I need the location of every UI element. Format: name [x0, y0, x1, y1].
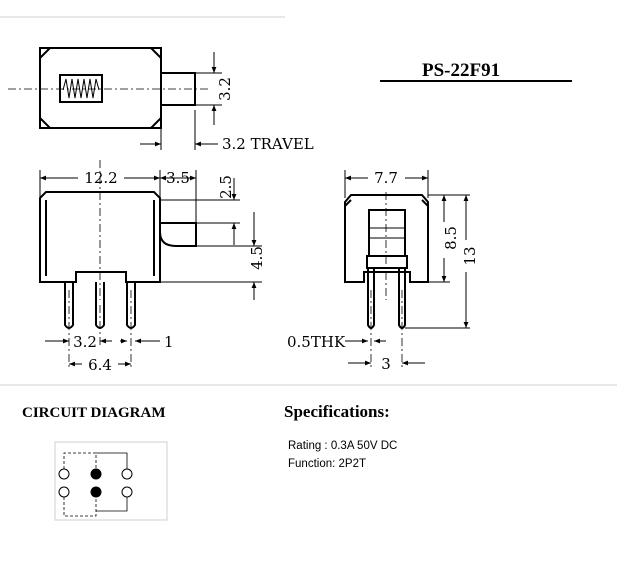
spec-rating: Rating : 0.3A 50V DC [288, 440, 397, 452]
side-view-dim-thk: 0.5THK [287, 333, 346, 351]
front-view-dim-2-5: 2.5 [217, 175, 235, 199]
side-view-dim-pitch: 3 [381, 355, 391, 373]
front-view-dim-pitch: 3.2 [73, 333, 97, 351]
side-view-dim-8-5: 8.5 [442, 226, 460, 250]
side-view: 7.7 8.5 13 0.5THK 3 [287, 169, 479, 373]
spring-icon [62, 78, 100, 99]
part-number: PS-22F91 [422, 60, 500, 81]
front-view-dim-actuator: 3.5 [166, 169, 190, 187]
top-view: 3.2 3.2 TRAVEL [8, 47, 314, 153]
front-view-dim-width: 12.2 [84, 169, 117, 187]
circuit-contact-left-top [58, 468, 70, 480]
top-view-body [39, 47, 162, 129]
spring-window [59, 74, 103, 103]
front-view-dim-pin: 1 [164, 333, 174, 351]
top-view-dim-travel: 3.2 TRAVEL [222, 135, 314, 153]
circuit-contact-right-bottom [121, 486, 133, 498]
top-view-dim-height: 3.2 [216, 77, 234, 101]
front-view-dim-4-5: 4.5 [248, 246, 266, 270]
circuit-common-bottom [90, 486, 102, 498]
front-view: 12.2 3.5 2.5 4.5 3.2 [39, 160, 266, 374]
circuit-common-top [90, 468, 102, 480]
side-view-actuator [368, 209, 406, 257]
front-view-pin-3 [126, 282, 136, 329]
front-view-dim-span: 6.4 [88, 356, 112, 374]
side-view-body [344, 194, 429, 283]
front-view-pin-1 [64, 282, 74, 329]
top-view-corner-marks [39, 47, 162, 129]
circuit-contact-left-bottom [58, 486, 70, 498]
side-view-dim-width: 7.7 [374, 169, 398, 187]
circuit-diagram-title: CIRCUIT DIAGRAM [22, 405, 165, 421]
front-view-actuator [159, 222, 197, 247]
specifications-title: Specifications: [284, 402, 390, 421]
circuit-contact-right-top [121, 468, 133, 480]
side-view-dim-13: 13 [461, 246, 479, 265]
circuit-frame [54, 441, 168, 521]
spec-function: Function: 2P2T [288, 458, 366, 470]
circuit-diagram [54, 441, 168, 521]
